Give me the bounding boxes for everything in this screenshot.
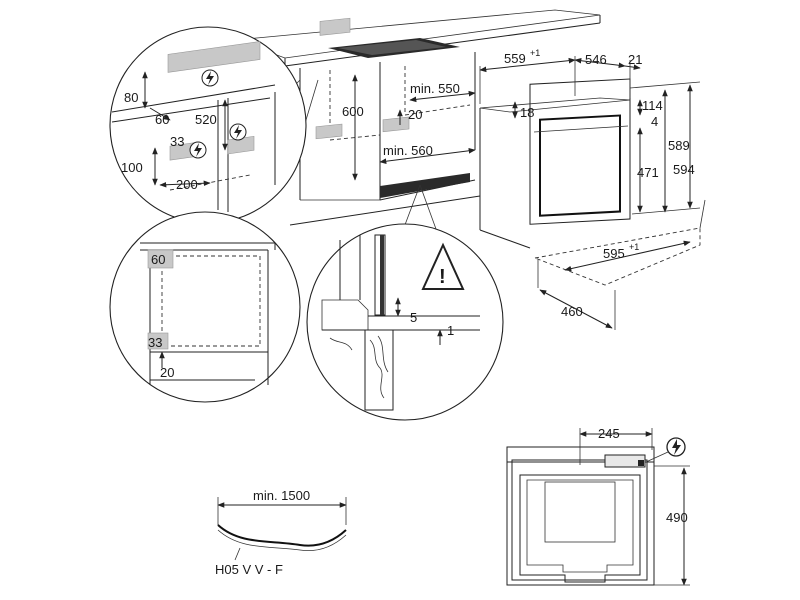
dim-600: 600	[342, 104, 364, 119]
dim-18: 18	[520, 105, 534, 120]
dim-20: 20	[160, 365, 174, 380]
power-cable: min. 1500 H05 V V - F	[215, 488, 347, 577]
dim-33: 33	[148, 335, 162, 350]
clearance-zone-33	[147, 332, 169, 350]
dim-595-tolerance: +1	[629, 242, 639, 252]
cabinet-installation: 600 min. 550 20 min. 560	[234, 9, 601, 241]
electric-connection-icon	[189, 141, 207, 159]
electric-connection-icon	[229, 123, 247, 141]
dim-245: 245	[598, 426, 620, 441]
dim-min-550: min. 550	[410, 81, 460, 96]
dim-60: 60	[151, 252, 165, 267]
dim-546: 546	[585, 52, 607, 67]
dim-80: 80	[124, 90, 138, 105]
ventilation-opening	[380, 173, 470, 198]
dim-595: 595	[603, 246, 625, 261]
svg-text:!: !	[439, 266, 446, 288]
electric-connection-icon	[201, 69, 219, 87]
detail-section: ! 5 1	[306, 223, 504, 421]
dim-594: 594	[673, 162, 695, 177]
warning-triangle-icon: !	[421, 242, 465, 290]
cable-type: H05 V V - F	[215, 562, 283, 577]
dim-471: 471	[637, 165, 659, 180]
dim-5: 5	[410, 310, 417, 325]
dim-200: 200	[176, 177, 198, 192]
dim-33: 33	[170, 134, 184, 149]
detail-top-left: 80 60 520 33 100 200	[109, 26, 307, 224]
dim-490: 490	[666, 510, 688, 525]
detail-mid-left: 60 33 20	[109, 211, 301, 403]
cable-min-length: min. 1500	[253, 488, 310, 503]
oven-overview: 559 +1 546 21 18 114 4 471 589 594 595 +…	[479, 48, 706, 330]
electric-connection-icon	[666, 437, 686, 457]
dim-520: 520	[195, 112, 217, 127]
dim-460: 460	[561, 304, 583, 319]
dim-559-tolerance: +1	[530, 48, 540, 58]
dim-60: 60	[155, 112, 169, 127]
dim-21: 21	[628, 52, 642, 67]
oven-back-view: 245 490	[506, 426, 690, 586]
dim-20: 20	[408, 107, 422, 122]
dim-100: 100	[121, 160, 143, 175]
dim-114: 114	[642, 98, 663, 113]
dim-1: 1	[447, 323, 454, 338]
dim-4: 4	[651, 114, 658, 129]
clearance-zone-60	[147, 249, 174, 269]
dim-589: 589	[668, 138, 690, 153]
dim-559: 559	[504, 51, 526, 66]
dim-min-560: min. 560	[383, 143, 433, 158]
